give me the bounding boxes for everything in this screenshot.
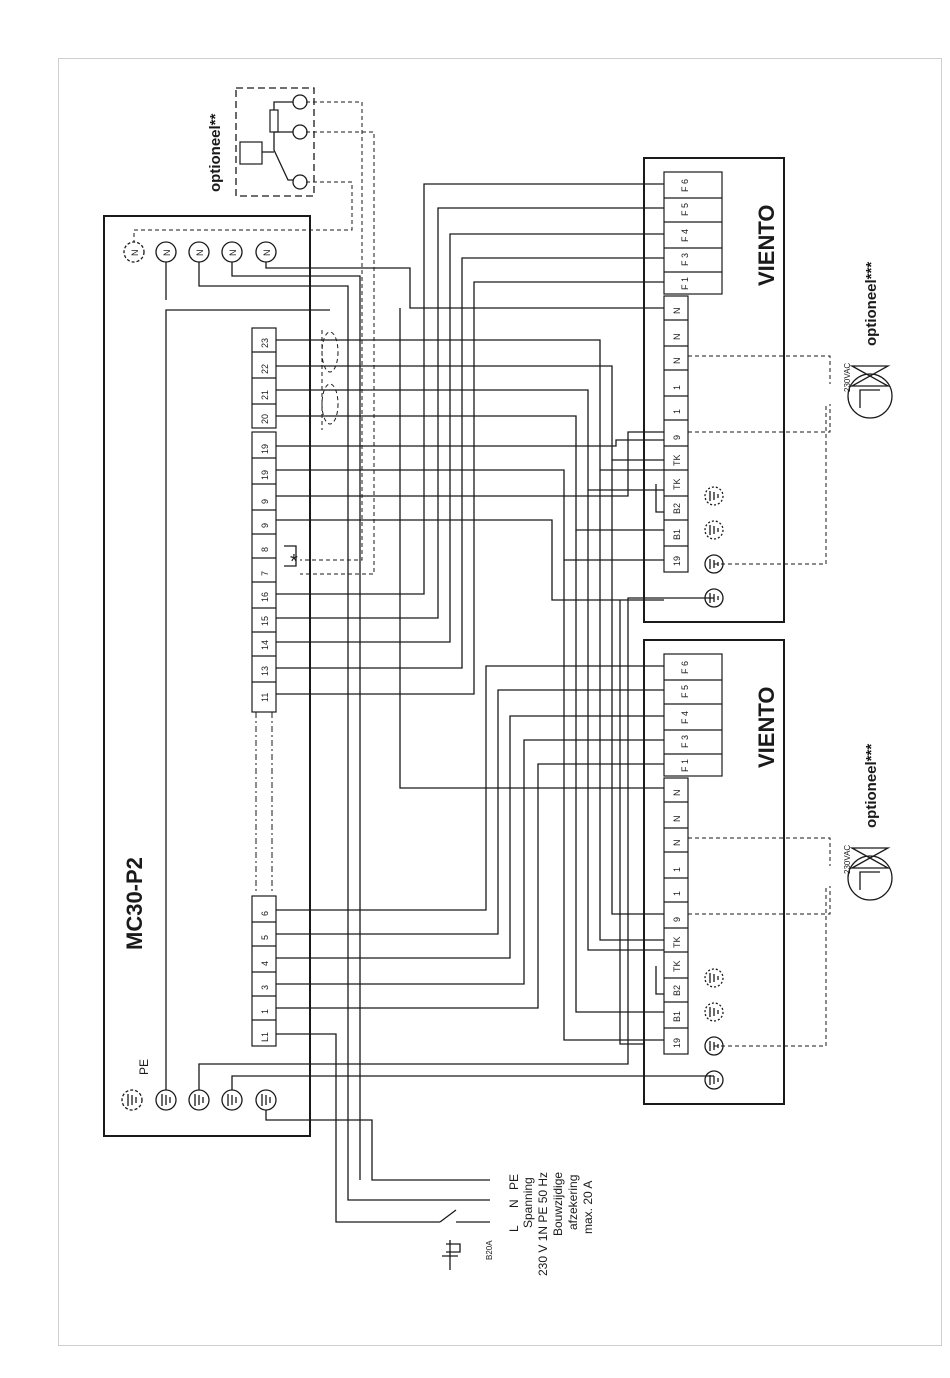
viento-unit-2: VIENTO F 6 F 5 F 4 F 3 F 1 N N N 1 1 9 T… bbox=[643, 639, 893, 1105]
viento-terminal-label: F 1 bbox=[680, 277, 690, 290]
viento-optional-label: optioneel*** bbox=[863, 262, 880, 346]
viento-terminal-label: 9 bbox=[672, 435, 682, 440]
viento-terminal-label: B2 bbox=[672, 985, 682, 996]
terminal-label: 11 bbox=[260, 693, 270, 702]
valve-voltage: 230VAC bbox=[843, 845, 852, 874]
valve-icon bbox=[847, 373, 893, 419]
supply-line-pe: PE bbox=[507, 1174, 521, 1190]
optional-thermostat: optioneel** bbox=[207, 87, 315, 197]
controller-housing bbox=[103, 215, 311, 1137]
terminal-label: 20 bbox=[260, 414, 270, 424]
viento-terminal-label: F 5 bbox=[680, 203, 690, 216]
viento-terminal-label: N bbox=[672, 840, 682, 847]
viento-terminal-label: B2 bbox=[672, 503, 682, 514]
supply-text: 230 V 1N PE 50 Hz bbox=[536, 1172, 550, 1276]
viento-title: VIENTO bbox=[754, 686, 779, 768]
viento-terminal-label: 1 bbox=[672, 409, 682, 414]
viento-terminal-label: N bbox=[672, 816, 682, 823]
wiring bbox=[133, 101, 714, 1223]
terminal-strip-upper: 23 22 21 20 19 19 9 9 8 7 16 15 14 13 11 bbox=[251, 327, 277, 894]
terminal-label: 15 bbox=[260, 616, 270, 626]
viento-unit-1: VIENTO F 6 F 5 F 4 F 3 F 1 N N N 1 1 9 T… bbox=[643, 157, 893, 623]
viento-terminal-label: 19 bbox=[672, 556, 682, 566]
viento-terminal-label: TK bbox=[672, 936, 682, 948]
terminal-label: L1 bbox=[260, 1032, 270, 1042]
viento-terminal-label: 19 bbox=[672, 1038, 682, 1048]
terminal-label: 9 bbox=[260, 499, 270, 504]
viento-terminal-label: F 4 bbox=[680, 229, 690, 242]
resistor-icon bbox=[269, 109, 279, 133]
controller-title: MC30-P2 bbox=[122, 857, 147, 950]
terminal-label: 22 bbox=[260, 364, 270, 374]
earth-terminal-row bbox=[121, 1089, 277, 1111]
viento-terminal-label: F 6 bbox=[680, 661, 690, 674]
viento-terminal-label: N bbox=[672, 358, 682, 365]
supply-section: B20A L N PE Spanning 230 V 1N PE 50 Hz B… bbox=[439, 1172, 595, 1276]
breaker-label: B20A bbox=[485, 1240, 494, 1260]
pe-label: PE bbox=[137, 1059, 151, 1075]
viento-terminal-label: TK bbox=[672, 960, 682, 972]
viento-terminal-label: TK bbox=[672, 454, 682, 466]
page-frame bbox=[58, 58, 942, 1346]
supply-line-n: N bbox=[507, 1199, 521, 1208]
terminal-label: 6 bbox=[260, 911, 270, 916]
viento-terminal-label: F 3 bbox=[680, 253, 690, 266]
viento-terminal-label: F 5 bbox=[680, 685, 690, 698]
supply-text: max. 20 A bbox=[581, 1181, 595, 1234]
viento-terminal-label: 1 bbox=[672, 385, 682, 390]
terminal-label: 19 bbox=[260, 470, 270, 480]
terminal-label: 23 bbox=[260, 338, 270, 348]
terminal-label: 21 bbox=[260, 390, 270, 400]
terminal-label: 13 bbox=[260, 666, 270, 676]
supply-line-l: L bbox=[507, 1225, 521, 1232]
viento-terminal-label: N bbox=[672, 790, 682, 797]
viento-terminal-label: 1 bbox=[672, 891, 682, 896]
terminal-label: 16 bbox=[260, 592, 270, 602]
terminal-label: 5 bbox=[260, 935, 270, 940]
neutral-terminal-label: N bbox=[130, 250, 140, 257]
neutral-terminal-label: N bbox=[195, 250, 205, 257]
supply-text: Spanning bbox=[521, 1177, 535, 1228]
neutral-terminal-row: N N N N N bbox=[123, 241, 277, 263]
valve-icon bbox=[847, 855, 893, 901]
neutral-terminal-label: N bbox=[262, 250, 272, 257]
terminal-label: 1 bbox=[260, 1009, 270, 1014]
neutral-terminal-label: N bbox=[228, 250, 238, 257]
terminal-label: 7 bbox=[260, 571, 270, 576]
terminal-label: 3 bbox=[260, 985, 270, 990]
supply-text: Bouwzijdige bbox=[551, 1172, 565, 1236]
viento-terminal-label: TK bbox=[672, 478, 682, 490]
terminal-label: 8 bbox=[260, 547, 270, 552]
viento-terminal-label: N bbox=[672, 308, 682, 315]
optional-thermostat-label: optioneel** bbox=[207, 113, 224, 192]
viento-terminal-label: B1 bbox=[672, 1011, 682, 1022]
viento-title: VIENTO bbox=[754, 204, 779, 286]
star-mark: * bbox=[290, 551, 298, 573]
viento-terminal-label: F 3 bbox=[680, 735, 690, 748]
supply-text: afzekering bbox=[566, 1175, 580, 1230]
viento-terminal-label: F 6 bbox=[680, 179, 690, 192]
viento-optional-label: optioneel*** bbox=[863, 744, 880, 828]
viento-terminal-label: 1 bbox=[672, 867, 682, 872]
terminal-label: 14 bbox=[260, 640, 270, 650]
neutral-terminal-label: N bbox=[162, 250, 172, 257]
terminal-label: 4 bbox=[260, 961, 270, 966]
viento-terminal-label: N bbox=[672, 334, 682, 341]
viento-terminal-label: F 4 bbox=[680, 711, 690, 724]
terminal-strip-lower: 6 5 4 3 1 L1 bbox=[251, 895, 277, 1047]
terminal-label: 9 bbox=[260, 523, 270, 528]
valve-voltage: 230VAC bbox=[843, 363, 852, 392]
viento-terminal-label: B1 bbox=[672, 529, 682, 540]
relay-icon bbox=[239, 141, 263, 165]
viento-terminal-label: F 1 bbox=[680, 759, 690, 772]
terminal-label: 19 bbox=[260, 444, 270, 454]
viento-terminal-label: 9 bbox=[672, 917, 682, 922]
controller-mc30: MC30-P2 PE N N N N N bbox=[103, 215, 311, 1137]
